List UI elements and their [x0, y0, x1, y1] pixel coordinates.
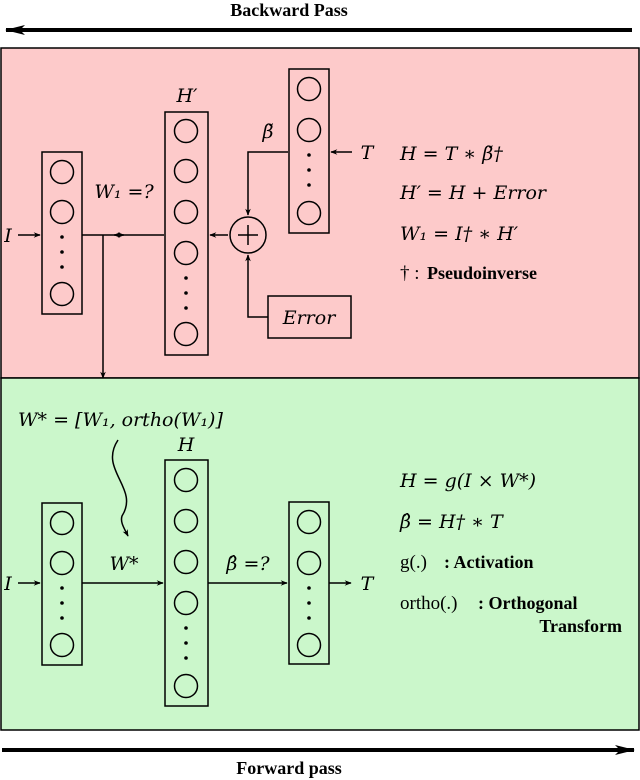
ortho-note-line1: : Orthogonal: [478, 593, 578, 613]
neuron: [173, 467, 199, 493]
forward-pass-title: Forward pass: [236, 758, 342, 778]
neuron: [49, 159, 75, 185]
backward-input-layer: [41, 151, 83, 315]
backward-beta-label: β̃: [262, 121, 274, 143]
backward-output-layer: [288, 68, 330, 234]
neuron: [173, 240, 199, 266]
neuron: [173, 118, 199, 144]
neuron: [173, 158, 199, 184]
backward-equation-h: H = T ∗ β̃†: [399, 143, 503, 165]
neuron: [49, 632, 75, 658]
backward-input-label: I: [3, 225, 12, 247]
neuron: [49, 510, 75, 536]
forward-hidden-label: H: [177, 434, 195, 456]
neuron: [173, 549, 199, 575]
forward-equation-h: H = g(I × W*): [399, 470, 536, 492]
backward-equation-hprime: H′ = H + Error: [399, 182, 548, 204]
wstar-curved-arrow: [111, 439, 129, 537]
pseudoinverse-symbol: † :: [400, 263, 420, 284]
backward-target-label: T: [361, 142, 375, 164]
error-box-label: Error: [282, 307, 337, 329]
forward-target-label: T: [361, 573, 375, 595]
neuron: [173, 590, 199, 616]
neuron: [296, 76, 322, 102]
activation-fn: g(.): [400, 552, 427, 573]
forward-input-layer: [41, 502, 83, 666]
neuron: [296, 509, 322, 535]
backward-pass-title: Backward Pass: [230, 0, 348, 20]
forward-equation-beta: β̂ = H† ∗ T: [399, 511, 504, 533]
ortho-fn: ortho(.): [400, 593, 458, 614]
backward-weight-label: W₁ =?: [94, 181, 154, 203]
forward-weight-label: W*: [109, 553, 139, 575]
forward-pass-panel: [0, 377, 640, 731]
sum-node: [229, 216, 267, 254]
neuron: [296, 632, 322, 658]
neuron: [296, 550, 322, 576]
forward-beta-label: β̂ =?: [225, 553, 270, 575]
backward-connections: [18, 149, 352, 379]
neuron: [296, 117, 322, 143]
forward-input-label: I: [3, 573, 12, 595]
neuron: [173, 199, 199, 225]
ortho-note-line2: Transform: [539, 616, 622, 636]
backward-hidden-layer: [164, 111, 209, 356]
neuron: [173, 673, 199, 699]
neuron: [49, 550, 75, 576]
neuron: [49, 199, 75, 225]
neuron: [49, 281, 75, 307]
backward-hidden-label: H′: [176, 85, 199, 107]
neuron: [296, 200, 322, 226]
neuron: [173, 321, 199, 347]
backward-equation-w1: W₁ = I† ∗ H′: [400, 223, 519, 245]
wstar-equation: W* = [W₁, ortho(W₁)]: [18, 409, 223, 431]
pseudoinverse-note: Pseudoinverse: [427, 263, 537, 283]
activation-note: : Activation: [444, 552, 534, 572]
neuron: [173, 508, 199, 534]
